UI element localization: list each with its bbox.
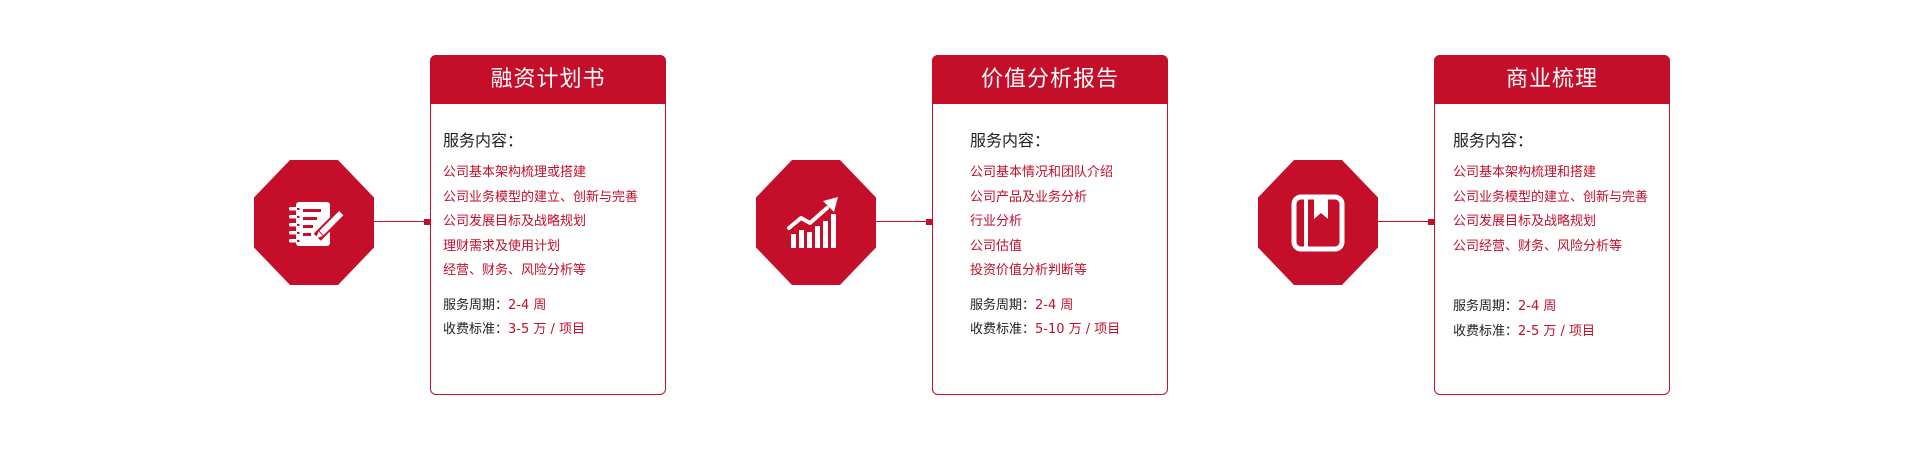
fee-value: 2-5 万 / 项目: [1518, 323, 1596, 339]
service-item: 公司经营、财务、风险分析等: [1453, 238, 1623, 254]
notebook-pen-icon: [289, 201, 345, 246]
service-item: 投资价值分析判断等: [970, 263, 1088, 278]
fee-label: 收费标准: [1453, 323, 1506, 339]
service-fee: 收费标准：5-10 万 / 项目: [970, 318, 1167, 343]
separator: ：: [1505, 323, 1519, 339]
fee-label: 收费标准: [970, 322, 1023, 337]
service-item: 经营、财务、风险分析等: [443, 263, 587, 278]
service-block-value-analysis: 价值分析报告 服务内容： 公司基本情况和团队介绍 公司产品及业务分析 行业分析 …: [756, 0, 1216, 450]
section-label: 服务内容：: [970, 131, 1051, 150]
card-body: 服务内容： 公司基本情况和团队介绍 公司产品及业务分析 行业分析 公司估值 投资…: [933, 104, 1167, 343]
separator: ：: [1505, 299, 1519, 314]
connector-line: [1378, 221, 1430, 222]
service-item: 理财需求及使用计划: [443, 238, 561, 254]
section-label: 服务内容：: [443, 131, 524, 150]
service-item: 公司基本架构梳理和搭建: [1453, 165, 1597, 180]
service-card: 融资计划书 服务内容： 公司基本架构梳理或搭建 公司业务模型的建立、创新与完善 …: [430, 55, 666, 395]
connector-dot: [1428, 219, 1434, 225]
fee-label: 收费标准: [443, 322, 496, 337]
service-fee: 收费标准：3-5 万 / 项目: [443, 318, 665, 343]
period-value: 2-4 周: [1035, 297, 1074, 313]
connector-line: [876, 221, 928, 222]
service-block-business-review: 商业梳理 服务内容： 公司基本架构梳理和搭建 公司业务模型的建立、创新与完善 公…: [1258, 0, 1718, 450]
service-icon-badge: [1258, 160, 1378, 285]
service-card: 价值分析报告 服务内容： 公司基本情况和团队介绍 公司产品及业务分析 行业分析 …: [932, 55, 1168, 395]
period-value: 2-4 周: [508, 297, 547, 313]
service-period: 服务周期：2-4 周: [1453, 295, 1669, 320]
period-label: 服务周期: [970, 297, 1023, 313]
fee-value: 3-5 万 / 项目: [508, 322, 586, 337]
connector-line: [374, 221, 426, 222]
service-item: 公司发展目标及战略规划: [443, 214, 587, 229]
connector-dot: [424, 219, 430, 225]
service-meta: 服务周期：2-4 周 收费标准：5-10 万 / 项目: [970, 294, 1167, 343]
service-item: 行业分析: [970, 214, 1023, 229]
separator: ：: [495, 297, 509, 313]
service-item-list: 公司基本架构梳理或搭建 公司业务模型的建立、创新与完善 公司发展目标及战略规划 …: [443, 161, 665, 284]
period-label: 服务周期: [443, 297, 496, 313]
service-item: 公司估值: [970, 238, 1023, 254]
service-card: 商业梳理 服务内容： 公司基本架构梳理和搭建 公司业务模型的建立、创新与完善 公…: [1434, 55, 1670, 395]
service-block-financing-plan: 融资计划书 服务内容： 公司基本架构梳理或搭建 公司业务模型的建立、创新与完善 …: [254, 0, 714, 450]
separator: ：: [1022, 322, 1036, 337]
service-meta: 服务周期：2-4 周 收费标准：2-5 万 / 项目: [1453, 295, 1669, 344]
connector-dot: [926, 219, 932, 225]
card-title: 商业梳理: [1434, 55, 1670, 104]
bookmark-book-icon: [1291, 194, 1345, 251]
service-item-list: 公司基本情况和团队介绍 公司产品及业务分析 行业分析 公司估值 投资价值分析判断…: [970, 161, 1167, 284]
service-period: 服务周期：2-4 周: [443, 294, 665, 319]
service-icon-badge: [756, 160, 876, 285]
service-item: 公司业务模型的建立、创新与完善: [1453, 189, 1649, 205]
card-title: 价值分析报告: [932, 55, 1168, 104]
card-body: 服务内容： 公司基本架构梳理和搭建 公司业务模型的建立、创新与完善 公司发展目标…: [1435, 104, 1669, 344]
service-icon-badge: [254, 160, 374, 285]
service-item: 公司业务模型的建立、创新与完善: [443, 189, 639, 205]
service-item: 公司基本情况和团队介绍: [970, 165, 1114, 180]
growth-chart-icon: [787, 196, 838, 248]
service-period: 服务周期：2-4 周: [970, 294, 1167, 319]
service-item-list: 公司基本架构梳理和搭建 公司业务模型的建立、创新与完善 公司发展目标及战略规划 …: [1453, 161, 1669, 259]
separator: ：: [1022, 297, 1036, 313]
service-fee: 收费标准：2-5 万 / 项目: [1453, 320, 1669, 345]
fee-value: 5-10 万 / 项目: [1035, 322, 1121, 337]
period-label: 服务周期: [1453, 299, 1506, 314]
card-title: 融资计划书: [430, 55, 666, 104]
service-item: 公司产品及业务分析: [970, 189, 1088, 205]
section-label: 服务内容：: [1453, 131, 1534, 150]
card-body: 服务内容： 公司基本架构梳理或搭建 公司业务模型的建立、创新与完善 公司发展目标…: [431, 104, 665, 343]
service-meta: 服务周期：2-4 周 收费标准：3-5 万 / 项目: [443, 294, 665, 343]
service-item: 公司基本架构梳理或搭建: [443, 165, 587, 180]
period-value: 2-4 周: [1518, 299, 1557, 314]
service-item: 公司发展目标及战略规划: [1453, 214, 1597, 229]
separator: ：: [495, 322, 509, 337]
